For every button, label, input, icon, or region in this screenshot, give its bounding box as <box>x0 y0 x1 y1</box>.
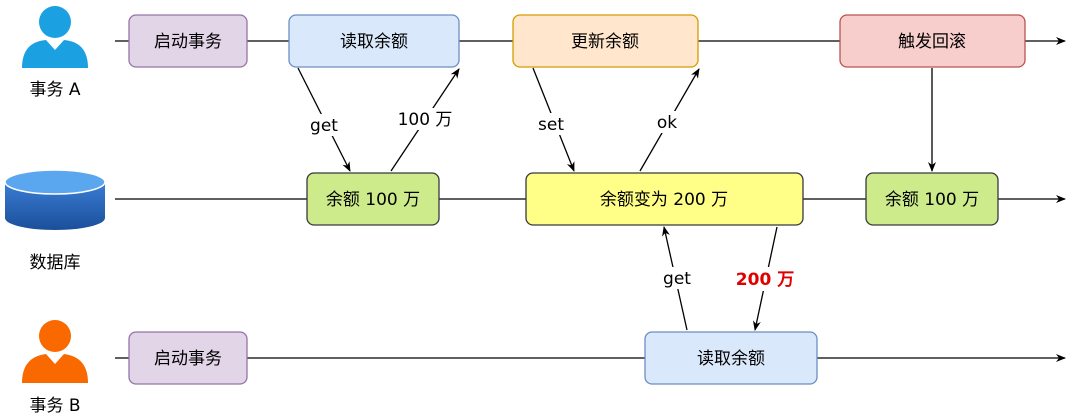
user-icon-tx-b <box>22 320 88 383</box>
database-icon <box>4 169 106 230</box>
svg-text:余额 100 万: 余额 100 万 <box>885 190 979 210</box>
svg-text:100 万: 100 万 <box>398 110 453 130</box>
svg-text:触发回滚: 触发回滚 <box>898 32 966 52</box>
box-db-balance-3: 余额 100 万 <box>865 172 999 226</box>
box-db-balance-1: 余额 100 万 <box>306 172 440 226</box>
user-icon-tx-a <box>22 6 88 68</box>
box-b-read: 读取余额 <box>644 331 818 385</box>
box-db-balance-2: 余额变为 200 万 <box>525 172 804 226</box>
svg-text:读取余额: 读取余额 <box>340 32 408 52</box>
edge-label-set: set <box>534 113 568 135</box>
box-a-update: 更新余额 <box>512 14 699 68</box>
actor-label-tx-a: 事务 A <box>29 80 80 100</box>
svg-text:余额变为 200 万: 余额变为 200 万 <box>600 190 728 210</box>
box-b-start: 启动事务 <box>128 331 248 385</box>
edge-label-get-1: get <box>307 114 341 136</box>
box-a-rollback: 触发回滚 <box>839 14 1026 68</box>
actor-label-db: 数据库 <box>30 253 81 273</box>
svg-text:get: get <box>310 116 338 136</box>
edge-label-value-100: 100 万 <box>392 108 458 130</box>
svg-text:读取余额: 读取余额 <box>697 349 765 369</box>
svg-text:get: get <box>663 269 691 289</box>
svg-text:更新余额: 更新余额 <box>571 32 639 52</box>
edge-label-value-200: 200 万 <box>730 267 800 291</box>
box-a-read: 读取余额 <box>288 14 460 68</box>
svg-text:启动事务: 启动事务 <box>154 349 222 369</box>
svg-text:ok: ok <box>657 113 677 133</box>
box-a-start: 启动事务 <box>128 14 248 68</box>
svg-text:200 万: 200 万 <box>736 270 794 290</box>
svg-text:set: set <box>538 115 564 135</box>
svg-text:余额 100 万: 余额 100 万 <box>326 190 420 210</box>
actor-label-tx-b: 事务 B <box>29 396 80 416</box>
edge-label-get-2: get <box>659 267 695 289</box>
edge-label-ok: ok <box>652 111 682 133</box>
svg-text:启动事务: 启动事务 <box>154 32 222 52</box>
